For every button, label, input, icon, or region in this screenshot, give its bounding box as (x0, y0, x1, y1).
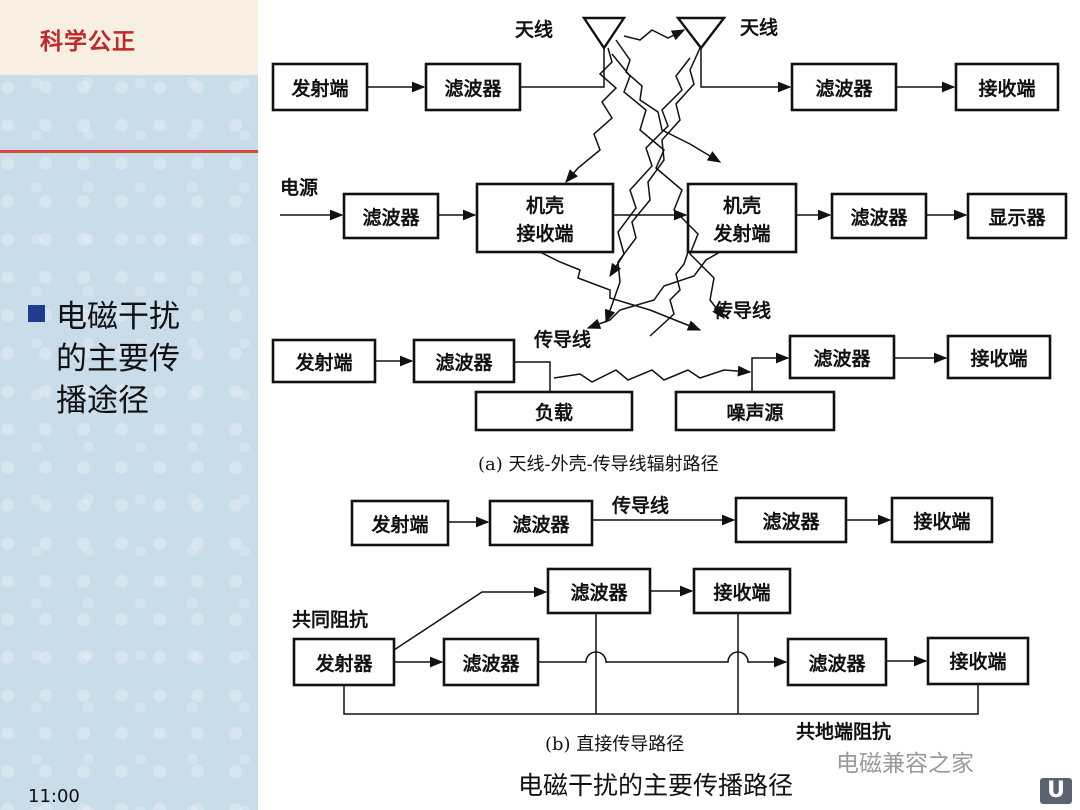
svg-text:接收端: 接收端 (949, 650, 1006, 673)
svg-text:负载: 负载 (535, 401, 573, 424)
svg-text:机壳: 机壳 (723, 194, 761, 217)
svg-text:发射器: 发射器 (314, 652, 373, 675)
time-label: 11:00 (28, 786, 80, 807)
svg-text:接收端: 接收端 (913, 510, 970, 533)
emi-diagram: 天线 天线 发射端 滤波器 滤波器 接收端 电源 滤波器 机壳 接收端 机壳 发… (271, 16, 1068, 755)
svg-text:滤波器: 滤波器 (512, 513, 570, 536)
watermark: 电磁兼容之家 (836, 751, 974, 777)
svg-text:滤波器: 滤波器 (815, 77, 873, 100)
a-row3-filter-1: 滤波器 (412, 338, 516, 384)
a-row2-chassis-receiver: 机壳 接收端 (475, 182, 615, 254)
b-mid-receiver: 接收端 (692, 567, 792, 615)
a-row1-filter-1: 滤波器 (424, 62, 522, 112)
sidebar-header: 科学公正 (0, 0, 258, 75)
figure-title: 电磁干扰的主要传播路径 (518, 771, 794, 800)
svg-text:发射端: 发射端 (712, 222, 770, 245)
svg-text:滤波器: 滤波器 (435, 351, 493, 374)
a-row2-display: 显示器 (966, 192, 1068, 240)
a-row3-filter-2: 滤波器 (788, 334, 896, 380)
divider (0, 150, 258, 153)
svg-text:滤波器: 滤波器 (362, 206, 420, 229)
a-row3-transmitter: 发射端 (271, 338, 377, 384)
svg-text:机壳: 机壳 (526, 194, 564, 217)
svg-text:发射端: 发射端 (290, 77, 348, 100)
topic-line-1: 电磁干扰 (56, 299, 180, 335)
svg-text:滤波器: 滤波器 (444, 77, 502, 100)
svg-text:滤波器: 滤波器 (808, 652, 866, 675)
power-label: 电源 (280, 176, 318, 199)
b-bottom-filter-1: 滤波器 (442, 637, 540, 687)
svg-text:接收端: 接收端 (970, 347, 1027, 370)
svg-text:滤波器: 滤波器 (850, 206, 908, 229)
caption-a: (a) 天线-外壳-传导线辐射路径 (478, 454, 719, 475)
a-row2-chassis-transmitter: 机壳 发射端 (686, 182, 798, 254)
load-box: 负载 (474, 390, 634, 432)
antenna-right-label: 天线 (740, 16, 778, 39)
antenna-left-label: 天线 (515, 18, 553, 41)
svg-text:滤波器: 滤波器 (762, 510, 820, 533)
sidebar: 科学公正 电磁干扰 的主要传 播途径 11:00 (0, 0, 258, 810)
svg-text:噪声源: 噪声源 (726, 401, 783, 424)
conduct-label-a2: 传导线 (533, 328, 591, 351)
bullet-square-icon (28, 305, 45, 322)
b-top-transmitter: 发射端 (350, 499, 450, 547)
b-bottom-transmitter: 发射器 (292, 637, 396, 687)
ground-impedance-label: 共地端阻抗 (796, 720, 891, 743)
conduct-label-a1: 传导线 (713, 299, 771, 322)
svg-text:滤波器: 滤波器 (570, 581, 628, 604)
corner-logo-icon: U (1040, 778, 1072, 804)
b-top-filter-1: 滤波器 (488, 499, 594, 547)
noise-source-box: 噪声源 (674, 390, 836, 432)
svg-text:发射端: 发射端 (370, 513, 428, 536)
b-mid-filter: 滤波器 (546, 567, 652, 615)
b-top-receiver: 接收端 (890, 496, 994, 544)
a-row2-filter-2: 滤波器 (830, 192, 928, 240)
caption-b: (b) 直接传导路径 (545, 734, 684, 755)
antenna-right-icon (675, 16, 727, 50)
b-bottom-filter-2: 滤波器 (786, 637, 888, 687)
antenna-left-icon (581, 16, 627, 51)
topic-line-3: 播途径 (56, 383, 149, 419)
svg-text:接收端: 接收端 (516, 222, 573, 245)
brand-title: 科学公正 (40, 28, 136, 55)
b-bottom-receiver: 接收端 (926, 636, 1030, 686)
a-row1-filter-2: 滤波器 (790, 62, 898, 112)
topic-line-2: 的主要传 (56, 341, 180, 377)
a-row1-transmitter: 发射端 (271, 62, 369, 112)
a-row1-receiver: 接收端 (954, 62, 1060, 112)
svg-text:滤波器: 滤波器 (813, 347, 871, 370)
svg-text:显示器: 显示器 (988, 207, 1046, 229)
a-row3-receiver: 接收端 (946, 334, 1052, 380)
svg-text:接收端: 接收端 (713, 581, 770, 604)
a-row2-filter-1: 滤波器 (342, 192, 440, 240)
svg-text:滤波器: 滤波器 (462, 652, 520, 675)
conduct-label-b: 传导线 (611, 494, 669, 517)
svg-text:发射端: 发射端 (294, 351, 352, 374)
b-top-filter-2: 滤波器 (734, 496, 848, 544)
svg-text:接收端: 接收端 (978, 77, 1035, 100)
common-impedance-label: 共同阻抗 (292, 608, 368, 631)
